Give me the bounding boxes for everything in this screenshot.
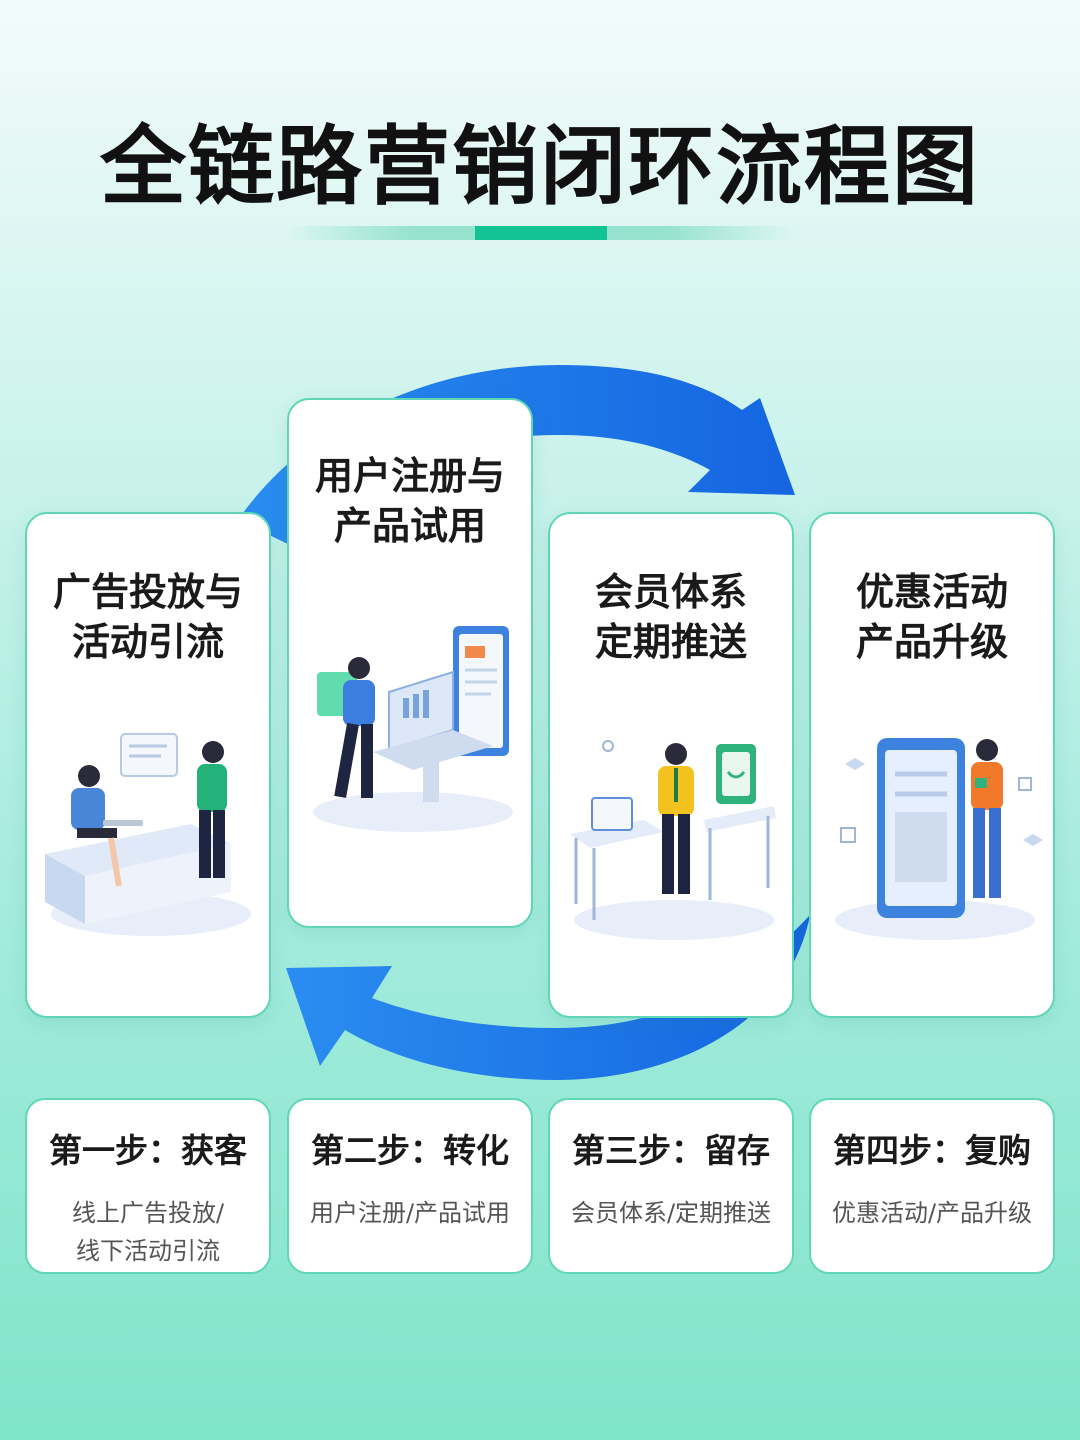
step-3-box: 第三步：留存 会员体系/定期推送 <box>548 1098 794 1274</box>
title-underline <box>285 226 795 240</box>
page-title: 全链路营销闭环流程图 <box>100 117 980 217</box>
step-title: 第三步：留存 <box>572 1131 770 1170</box>
step-desc-line1: 优惠活动/产品升级 <box>831 1199 1033 1227</box>
card-title-line2: 产品升级 <box>855 620 1008 664</box>
step-description: 优惠活动/产品升级 <box>811 1194 1053 1232</box>
office-meeting-illustration <box>45 733 251 936</box>
step-desc-line1: 会员体系/定期推送 <box>570 1199 772 1227</box>
step-title: 第二步：转化 <box>311 1131 509 1170</box>
card-title-line1: 广告投放与 <box>52 570 243 614</box>
card-title-line1: 优惠活动 <box>855 570 1008 614</box>
step-4-box: 第四步：复购 优惠活动/产品升级 <box>809 1098 1055 1274</box>
step-2-box: 第二步：转化 用户注册/产品试用 <box>287 1098 533 1274</box>
card-acquisition: 广告投放与 活动引流 <box>25 512 271 1018</box>
step-1-box: 第一步：获客 线上广告投放/ 线下活动引流 <box>25 1098 271 1274</box>
step-title: 第四步：复购 <box>833 1131 1031 1170</box>
card-title-line1: 会员体系 <box>594 570 747 614</box>
card-repurchase: 优惠活动 产品升级 <box>809 512 1055 1018</box>
step-desc-line1: 线上广告投放/ <box>71 1199 225 1227</box>
step-title: 第一步：获客 <box>49 1131 247 1170</box>
membership-presenter-illustration <box>570 740 776 940</box>
step-description: 线上广告投放/ 线下活动引流 <box>27 1194 269 1270</box>
arrow-bottom-icon <box>286 915 810 1080</box>
step-description: 用户注册/产品试用 <box>289 1194 531 1232</box>
card-title-line1: 用户注册与 <box>314 454 505 498</box>
card-conversion: 用户注册与 产品试用 <box>287 398 533 928</box>
phone-promotion-illustration <box>835 738 1043 940</box>
card-retention: 会员体系 定期推送 <box>548 512 794 1018</box>
laptop-trial-illustration <box>313 626 513 832</box>
card-title-line2: 产品试用 <box>333 504 486 548</box>
step-desc-line2: 线下活动引流 <box>76 1237 220 1265</box>
card-title-line2: 定期推送 <box>594 620 747 664</box>
step-description: 会员体系/定期推送 <box>550 1194 792 1232</box>
card-title-line2: 活动引流 <box>71 620 224 664</box>
step-desc-line1: 用户注册/产品试用 <box>309 1199 511 1227</box>
